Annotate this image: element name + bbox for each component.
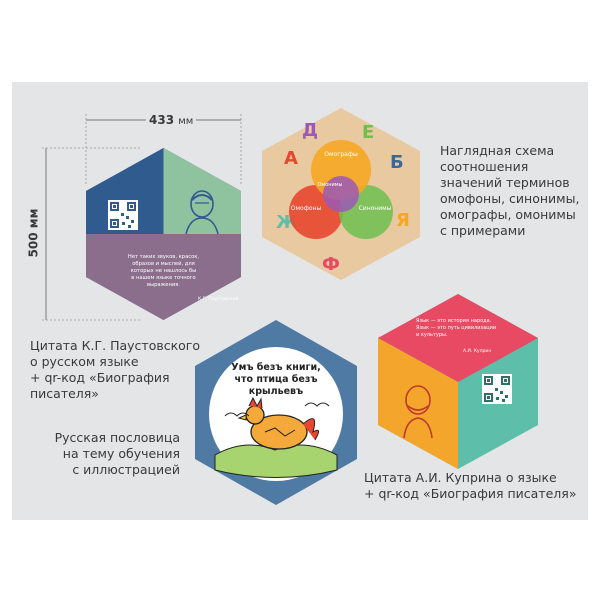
svg-text:Умъ безъ книги,: Умъ безъ книги, bbox=[231, 362, 320, 373]
paustovsky-caption: Цитата К.Г. Паустовского о русском языке… bbox=[30, 338, 201, 401]
qr-code-icon[interactable] bbox=[108, 200, 138, 230]
proverb-text: Умъ безъ книги, что птица безъ крыльевъ bbox=[231, 362, 320, 397]
svg-text:что птица безъ: что птица безъ bbox=[234, 374, 317, 385]
proverb-caption: Русская пословица на тему обучения с илл… bbox=[54, 430, 180, 477]
kuprin-tile: Язык — это история народа. Язык — это пу… bbox=[378, 294, 538, 469]
svg-text:образов и мыслей, для: образов и мыслей, для bbox=[132, 260, 195, 267]
omografy-label: Омографы bbox=[324, 151, 358, 158]
omonimy-circle bbox=[323, 176, 359, 212]
svg-text:Нет таких звуков, красок,: Нет таких звуков, красок, bbox=[128, 254, 199, 260]
paustovsky-tile: Нет таких звуков, красок, образов и мысл… bbox=[86, 148, 241, 320]
kuprin-quote: Язык — это история народа. Язык — это пу… bbox=[416, 318, 496, 338]
kuprin-author: А.И. Куприн bbox=[463, 348, 491, 354]
scheme-tile: А Б Ж Я Ф Е Д Омографы Омофоны Омонимы С… bbox=[262, 108, 420, 280]
svg-text:Б: Б bbox=[390, 152, 404, 173]
scheme-caption: Наглядная схема соотношения значений тер… bbox=[440, 143, 580, 238]
svg-text:выражения.: выражения. bbox=[147, 282, 180, 288]
sinonimy-label: Синонимы bbox=[359, 205, 392, 212]
height-label: 500 мм bbox=[26, 205, 41, 261]
paustovsky-author: К.Г. Паустовский bbox=[198, 295, 239, 302]
proverb-tile: Умъ безъ книги, что птица безъ крыльевъ bbox=[195, 320, 357, 505]
svg-text:А: А bbox=[284, 148, 298, 169]
qr-code-icon[interactable] bbox=[482, 374, 512, 404]
svg-text:Язык — это путь цивилизации: Язык — это путь цивилизации bbox=[416, 325, 496, 331]
paustovsky-quote: Нет таких звуков, красок, образов и мысл… bbox=[128, 254, 199, 288]
svg-text:Д: Д bbox=[302, 120, 318, 141]
decorative-letters-icon: А Б Ж Я Ф Е Д bbox=[276, 120, 410, 275]
omofony-label: Омофоны bbox=[291, 205, 322, 212]
kuprin-caption: Цитата А.И. Куприна о языке + qr-код «Би… bbox=[364, 470, 577, 501]
bird-illustration-icon bbox=[214, 396, 338, 478]
svg-text:Ф: Ф bbox=[322, 254, 340, 275]
paustovsky-portrait-icon bbox=[185, 190, 219, 235]
svg-text:Е: Е bbox=[362, 122, 374, 143]
svg-text:которых не нашлось бы: которых не нашлось бы bbox=[131, 268, 197, 274]
svg-text:Я: Я bbox=[396, 210, 410, 231]
svg-text:Язык — это история народа.: Язык — это история народа. bbox=[416, 318, 492, 324]
width-label: 433 мм bbox=[146, 113, 197, 127]
svg-text:и культуры.: и культуры. bbox=[416, 332, 448, 338]
svg-text:в нашем языке точного: в нашем языке точного bbox=[131, 275, 195, 281]
kuprin-portrait-icon bbox=[403, 385, 433, 439]
omonimy-label: Омонимы bbox=[317, 182, 342, 188]
svg-text:крыльевъ: крыльевъ bbox=[249, 386, 303, 397]
